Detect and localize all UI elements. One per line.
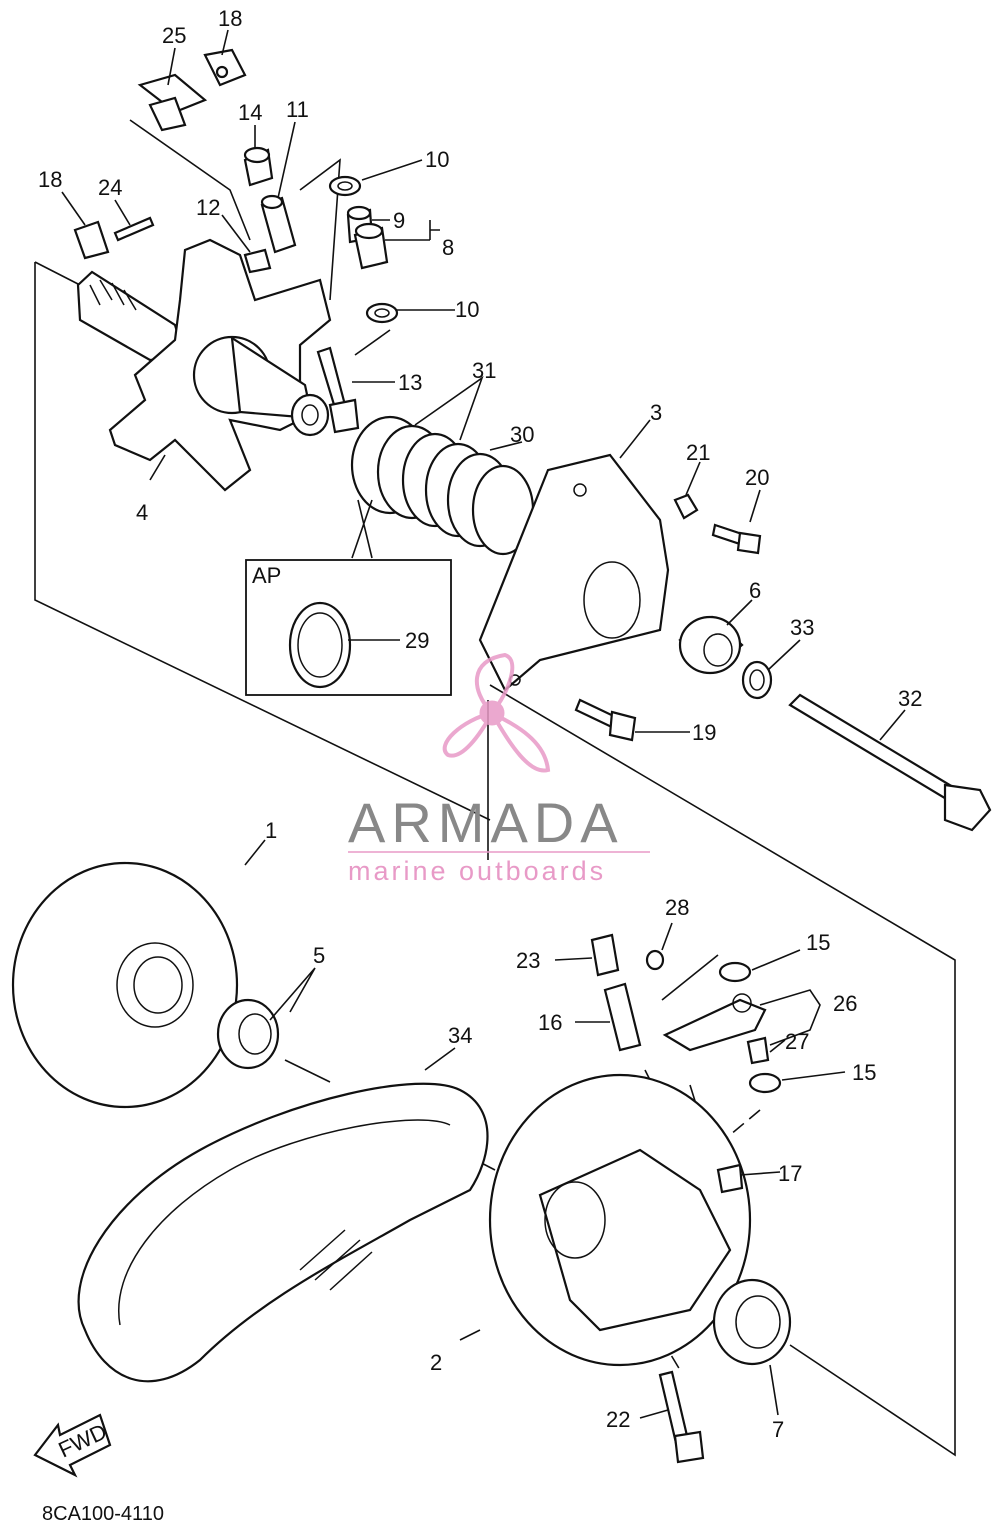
sheave-part-1 — [11, 861, 239, 1109]
callout-34: 34 — [448, 1023, 472, 1048]
clip-part-18-left — [73, 220, 110, 260]
bolt-part-20 — [711, 523, 762, 555]
callout-19: 19 — [692, 720, 716, 745]
callout-33: 33 — [790, 615, 814, 640]
callout-18-top: 18 — [218, 6, 242, 31]
nut-part-21 — [673, 493, 699, 520]
callout-26: 26 — [833, 991, 857, 1016]
pin-part-24 — [113, 216, 155, 242]
spring-part-12 — [243, 248, 272, 274]
callout-3: 3 — [650, 400, 662, 425]
callout-15-top: 15 — [806, 930, 830, 955]
pin-part-16 — [603, 982, 642, 1052]
roller-part-27 — [746, 1036, 770, 1065]
cover-plate-part-3 — [478, 453, 670, 692]
callout-18-left: 18 — [38, 167, 62, 192]
callout-9: 9 — [393, 208, 405, 233]
callout-25: 25 — [162, 23, 186, 48]
washer-part-10-bottom — [365, 302, 399, 324]
callout-20: 20 — [745, 465, 769, 490]
callout-10-top: 10 — [425, 147, 449, 172]
pin-part-28 — [645, 949, 665, 971]
washer-part-15-bottom — [748, 1072, 782, 1094]
forward-direction-arrow-icon: FWD — [33, 1413, 112, 1478]
collar-part-5 — [216, 998, 280, 1070]
secondary-sheave-part-2 — [488, 1073, 752, 1367]
callout-13: 13 — [398, 370, 422, 395]
callout-21: 21 — [686, 440, 710, 465]
callout-2: 2 — [430, 1350, 442, 1375]
callout-7: 7 — [772, 1417, 784, 1442]
callout-6: 6 — [749, 578, 761, 603]
callout-4: 4 — [136, 500, 148, 525]
bushing-part-7 — [712, 1278, 792, 1366]
callout-30: 30 — [510, 422, 534, 447]
callout-numbers: 25 18 14 11 12 24 18 10 9 8 10 13 31 30 … — [38, 6, 922, 1442]
callout-5: 5 — [313, 943, 325, 968]
spring-part-30 — [350, 415, 535, 556]
watermark-subtitle: marine outboards — [348, 856, 606, 886]
washer-part-10-top — [328, 175, 362, 197]
plug-part-23 — [590, 933, 620, 977]
callout-22: 22 — [606, 1407, 630, 1432]
callout-29: 29 — [405, 628, 429, 653]
watermark-title: ARMADA — [348, 791, 624, 854]
callout-31: 31 — [472, 358, 496, 383]
callout-23: 23 — [516, 948, 540, 973]
callout-leaders — [61, 29, 906, 1419]
arm-part-26 — [662, 993, 767, 1052]
callout-8: 8 — [442, 235, 454, 260]
callout-27: 27 — [785, 1029, 809, 1054]
callout-11: 11 — [286, 97, 309, 122]
long-bolt-part-32 — [788, 693, 992, 832]
clip-part-33 — [741, 660, 773, 700]
bushing-part-8 — [353, 222, 389, 270]
bolt-part-13 — [316, 346, 360, 434]
diagram-code: 8CA100-4110 — [42, 1503, 164, 1525]
callout-10-bottom: 10 — [455, 297, 479, 322]
callout-32: 32 — [898, 686, 922, 711]
ap-inset-box — [245, 559, 452, 696]
callout-28: 28 — [665, 895, 689, 920]
roller-part-6 — [678, 615, 744, 675]
washer-part-15-top — [718, 961, 752, 983]
callout-17: 17 — [778, 1161, 802, 1186]
clip-part-18-top — [203, 48, 247, 87]
spider-part-4 — [76, 238, 332, 492]
callout-24: 24 — [98, 175, 122, 200]
clip-part-25 — [137, 73, 208, 132]
bolt-part-22 — [658, 1370, 705, 1464]
bolt-part-19 — [574, 698, 637, 742]
drive-belt-part-34 — [77, 1082, 489, 1383]
callout-15-bottom: 15 — [852, 1060, 876, 1085]
screw-part-17 — [716, 1163, 744, 1194]
propeller-logo-icon — [442, 652, 551, 773]
ap-label: AP — [252, 563, 281, 588]
callout-12: 12 — [196, 195, 220, 220]
callout-14: 14 — [238, 100, 262, 125]
plug-part-14 — [243, 146, 274, 187]
pin-part-11 — [260, 194, 297, 254]
callout-16: 16 — [538, 1010, 562, 1035]
armada-watermark: ARMADA marine outboards — [348, 652, 650, 886]
callout-1: 1 — [265, 818, 277, 843]
